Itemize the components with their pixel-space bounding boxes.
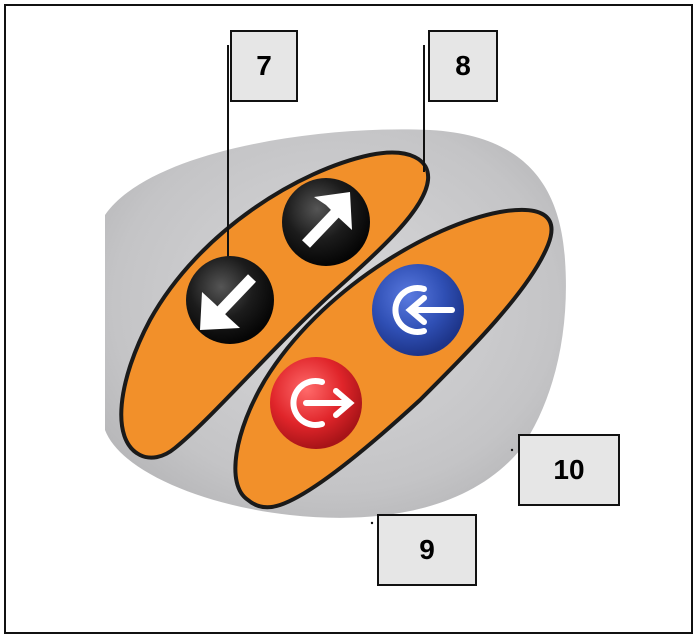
pointer-dot-9 [371,522,373,524]
pointer-dot-10 [511,449,513,451]
callout-10: 10 [518,434,620,506]
callout-9: 9 [377,514,477,586]
callout-7: 7 [230,30,298,102]
enter-button[interactable] [372,264,464,356]
up-arrow-button[interactable] [282,178,370,266]
exit-button[interactable] [270,357,362,449]
down-arrow-button[interactable] [186,256,274,344]
callout-8: 8 [428,30,498,102]
